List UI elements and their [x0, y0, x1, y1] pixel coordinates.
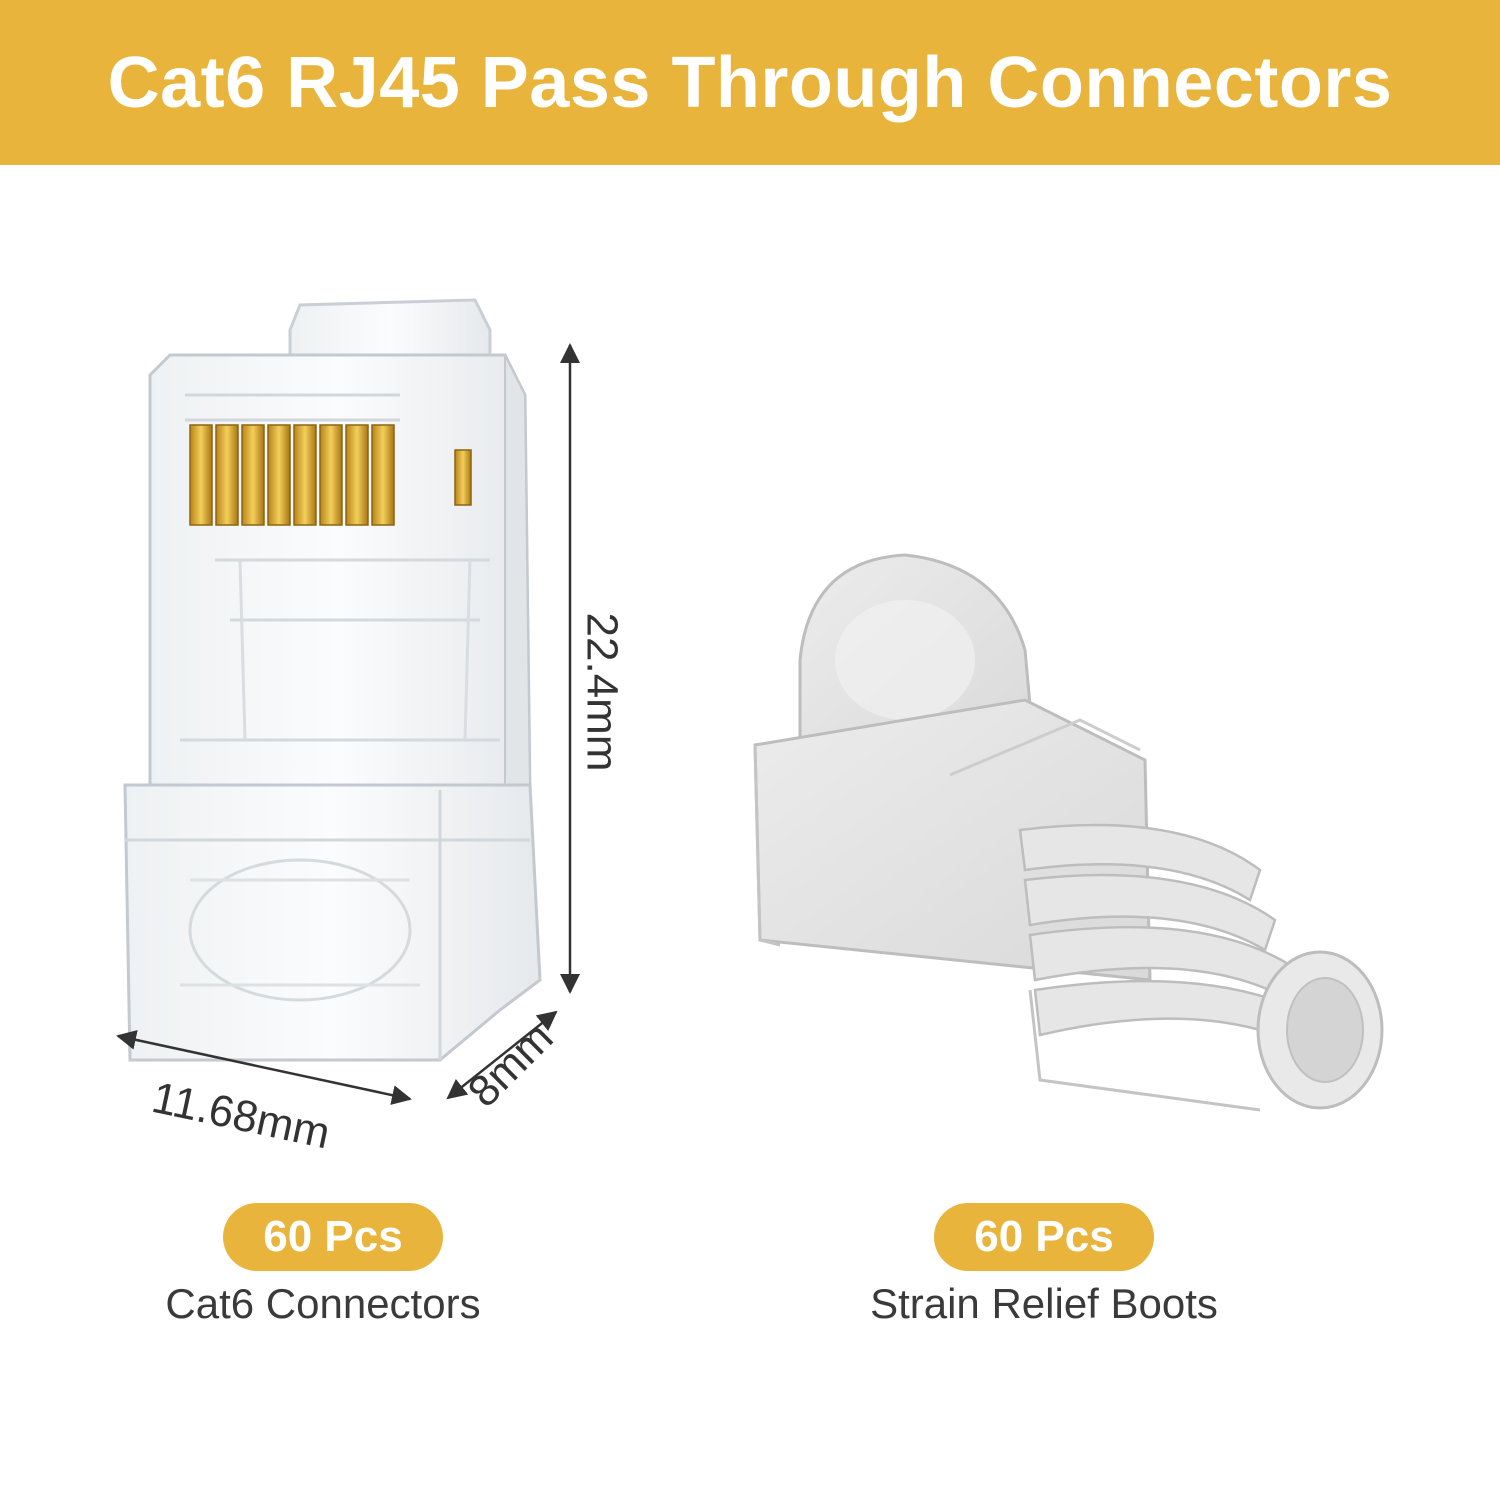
title-banner: Cat6 RJ45 Pass Through Connectors — [0, 0, 1500, 165]
rj45-connector-image — [123, 298, 542, 1062]
connector-count-badge: 60 Pcs — [223, 1203, 443, 1271]
product-illustration — [116, 298, 1384, 1112]
boot-caption: Strain Relief Boots — [870, 1280, 1218, 1327]
height-dimension-label: 22.4mm — [577, 612, 627, 772]
boot-count-badge: 60 Pcs — [934, 1203, 1154, 1271]
page-title: Cat6 RJ45 Pass Through Connectors — [107, 42, 1393, 123]
connector-caption: Cat6 Connectors — [165, 1280, 481, 1327]
strain-relief-boot-image — [753, 553, 1384, 1112]
gold-contacts — [189, 424, 472, 526]
dimension-arrows — [116, 343, 580, 1105]
